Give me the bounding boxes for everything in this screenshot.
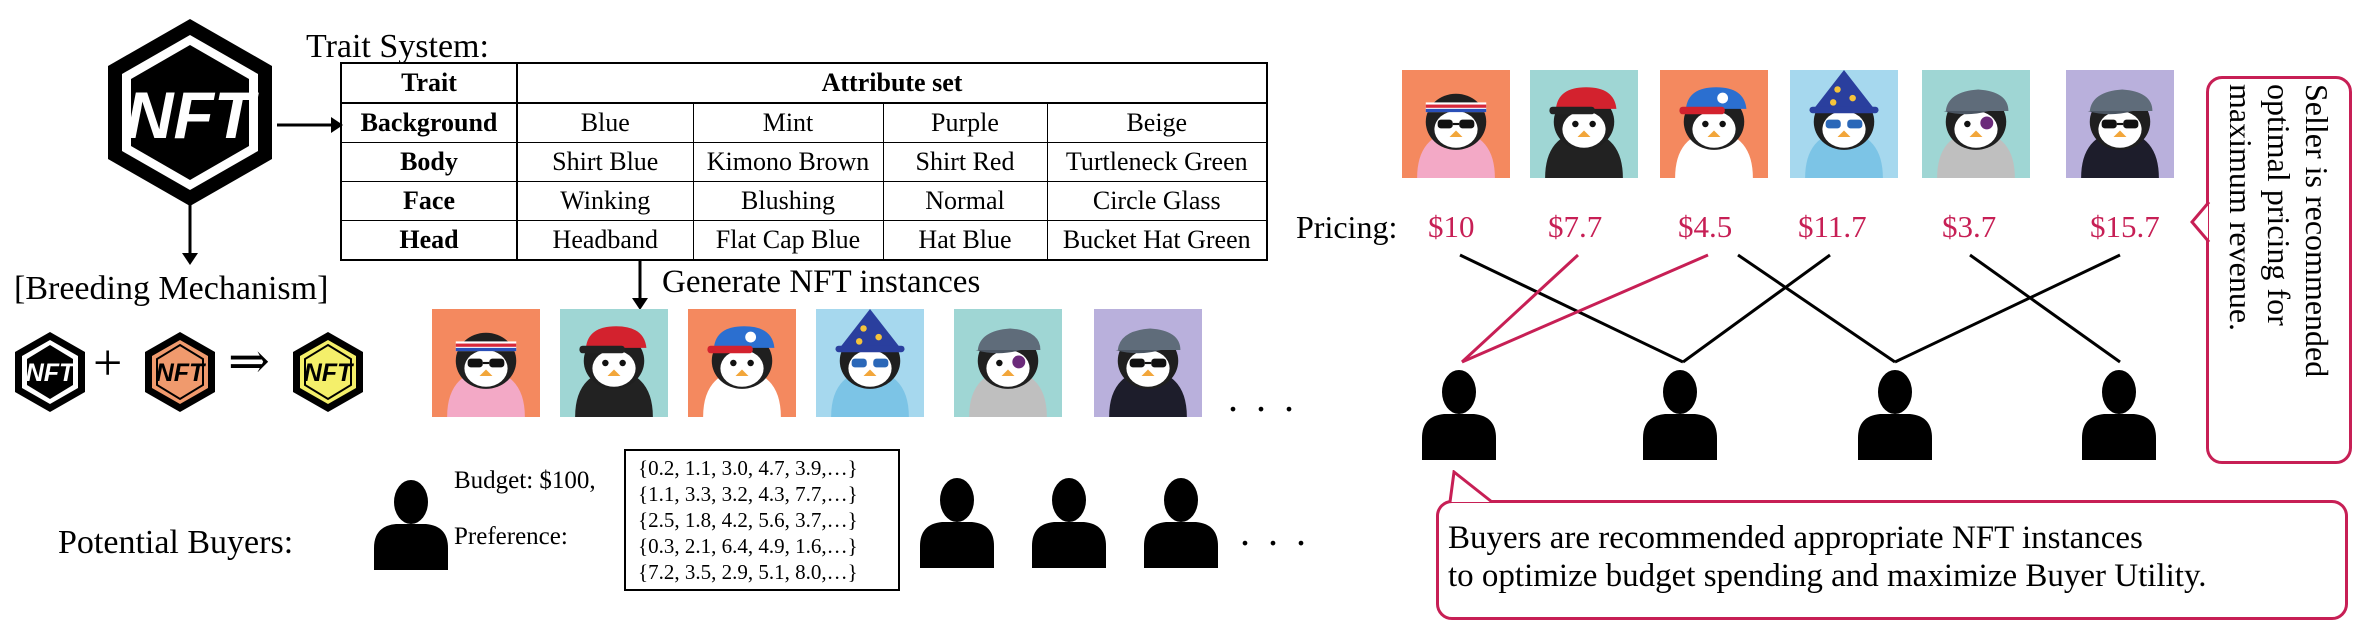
table-row: Face Winking Blushing Normal Circle Glas… [341,181,1268,221]
table-cell: Blue [516,103,693,143]
connection-line [1969,253,2121,364]
connection-line-highlight [1461,253,1709,364]
table-cell: Shirt Blue [516,142,693,182]
price-label: $11.7 [1798,209,1867,244]
buyer-callout [1436,500,2348,620]
table-cell: Mint [692,103,883,143]
table-header-attribute-set: Attribute set [517,63,1268,104]
table-row: Body Shirt Blue Kimono Brown Shirt Red T… [341,142,1268,182]
buyer-callout-line-2: to optimize budget spending and maximize… [1448,558,2207,594]
table-row: Head Headband Flat Cap Blue Hat Blue Buc… [341,220,1268,260]
table-cell: Purple [882,103,1047,143]
price-label: $4.5 [1678,209,1733,244]
nft-instance-image [1530,70,1638,178]
buyer-icon [920,478,994,568]
arrow-down-icon [182,205,198,265]
trait-table: Trait Attribute set Background Blue Mint… [340,62,1269,261]
preference-row: {2.5, 1.8, 4.2, 5.6, 3.7,…} [638,508,858,532]
table-cell: Shirt Red [882,142,1047,182]
price-label: $7.7 [1548,209,1603,244]
seller-callout-text: Seller is recommended optimal pricing fo… [2223,84,2335,378]
table-row: Background Blue Mint Purple Beige [341,103,1268,143]
svg-text:NFT: NFT [26,359,77,387]
table-cell: Beige [1046,103,1268,143]
nft-instance-image [816,309,924,417]
table-cell: Normal [882,181,1047,221]
table-cell: Flat Cap Blue [692,220,883,260]
budget-text: Budget: $100, [454,467,596,494]
nft-instance-image [1790,70,1898,178]
seller-callout [2206,76,2352,464]
breeding-title: [Breeding Mechanism] [14,270,329,307]
table-cell: Hat Blue [882,220,1047,260]
nft-instance-image [432,309,540,417]
connection-line-highlight [1460,253,1580,364]
buyer-icon [1858,370,1932,460]
nft-instance-image [2066,70,2174,178]
row-head-face: Face [341,181,518,221]
implies-arrow: ⇒ [228,333,270,389]
row-head-background: Background [341,103,518,143]
nft-logo-icon: NFT [108,19,272,206]
nft-child-icon: NFT [293,332,363,412]
table-cell: Winking [516,181,693,221]
table-cell: Circle Glass [1046,181,1268,221]
buyer-icon [1144,478,1218,568]
buyer-icon [1643,370,1717,460]
nft-parent-2-icon: NFT [145,332,215,412]
connection-line [1459,253,1684,364]
arrow-down-icon [632,260,648,310]
table-cell: Headband [516,220,693,260]
nft-instance-image [954,309,1062,417]
buyer-icon [1422,370,1496,460]
trait-system-title: Trait System: [306,28,489,65]
nft-instance-image [1660,70,1768,178]
table-cell: Bucket Hat Green [1046,220,1268,260]
preference-row: {7.2, 3.5, 2.9, 5.1, 8.0,…} [638,560,858,584]
nft-parent-1-icon: NFT [15,332,85,412]
buyer-icon [374,480,448,570]
table-cell: Turtleneck Green [1046,142,1268,182]
callout-pointer [1448,470,1493,504]
nft-instance-image [688,309,796,417]
generate-label: Generate NFT instances [662,264,981,300]
preference-label: Preference: [454,523,568,550]
buyer-icon [2082,370,2156,460]
preference-row: {1.1, 3.3, 3.2, 4.3, 7.7,…} [638,482,858,506]
row-head-head: Head [341,220,518,260]
potential-buyers-label: Potential Buyers: [58,524,294,561]
svg-text:NFT: NFT [126,78,259,152]
svg-text:NFT: NFT [156,359,207,387]
preference-row: {0.3, 2.1, 6.4, 4.9, 1.6,…} [638,534,858,558]
buyer-callout-line-1: Buyers are recommended appropriate NFT i… [1448,520,2143,556]
buyer-icon [1032,478,1106,568]
connection-line [1682,253,1831,364]
pricing-label: Pricing: [1296,209,1398,245]
table-cell: Blushing [692,181,883,221]
preference-matrix: {0.2, 1.1, 3.0, 4.7, 3.9,…} {1.1, 3.3, 3… [624,449,900,591]
nft-instance-image [560,309,668,417]
svg-text:NFT: NFT [304,359,355,387]
arrow-right-icon [277,117,343,133]
price-label: $3.7 [1942,209,1997,244]
nft-instance-image [1402,70,1510,178]
preference-row: {0.2, 1.1, 3.0, 4.7, 3.9,…} [638,456,858,480]
callout-pointer [2190,201,2211,243]
table-cell: Kimono Brown [692,142,883,182]
ellipsis: . . . [1228,375,1298,420]
plus-sign: + [93,335,123,392]
row-head-body: Body [341,142,518,182]
price-label: $15.7 [2090,209,2160,244]
table-header-trait: Trait [341,63,518,104]
connection-line [1894,253,2121,364]
connection-line [1737,253,1896,364]
ellipsis: . . . [1240,509,1310,554]
nft-instance-image [1094,309,1202,417]
price-label: $10 [1428,209,1475,244]
nft-instance-image [1922,70,2030,178]
